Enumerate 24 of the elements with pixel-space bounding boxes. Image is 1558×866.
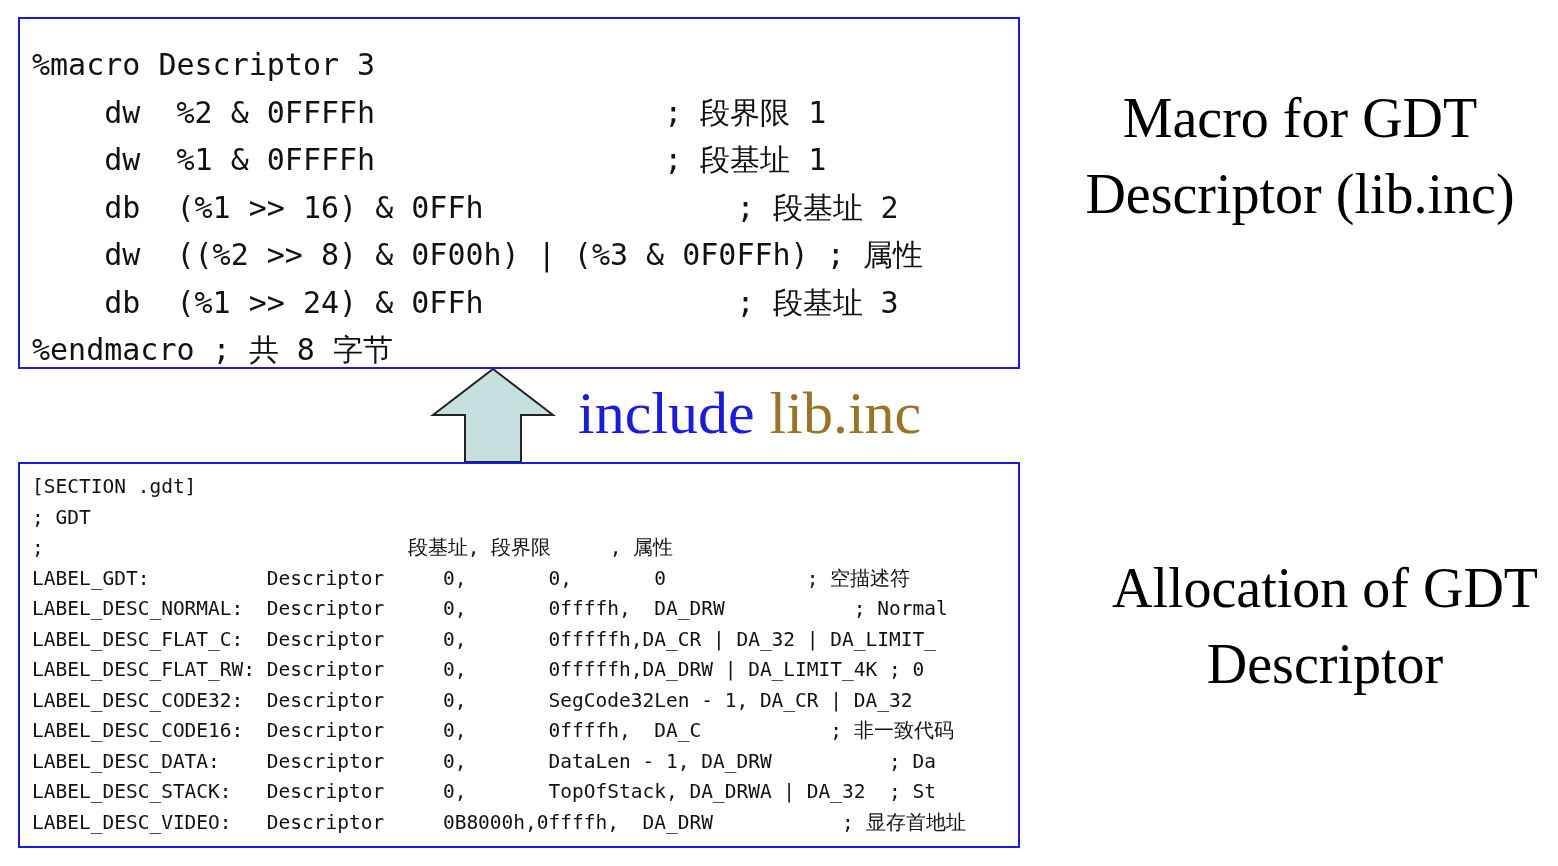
code-line: LABEL_DESC_CODE16: Descriptor 0, 0ffffh, DA_C ; 非一致代码	[32, 718, 954, 744]
code-line: LABEL_DESC_CODE32: Descriptor 0, SegCode32Len - 1, DA_CR | DA_32	[32, 687, 913, 714]
code-listing-box	[18, 462, 1020, 848]
code-line: LABEL_DESC_FLAT_RW: Descriptor 0, 0fffffh,DA_DRW | DA_LIMIT_4K ; 0	[32, 657, 925, 683]
code-line: %macro Descriptor 3	[32, 46, 376, 84]
code-line: dw %1 & 0FFFFh ; 段基址 1	[103, 141, 827, 179]
caption-text: Macro for GDT Descriptor (lib.inc)	[1084, 86, 1516, 227]
code-listing-box	[18, 17, 1020, 369]
code-line: %endmacro ; 共 8 字节	[32, 331, 393, 369]
code-line: LABEL_DESC_NORMAL: Descriptor 0, 0ffffh, DA_DRW ; Normal	[32, 596, 948, 622]
code-line: ; GDT	[32, 504, 91, 531]
code-line: LABEL_GDT: Descriptor 0, 0, 0 ; 空描述符	[32, 565, 911, 592]
code-line: dw ((%2 >> 8) & 0F00h) | (%3 & 0F0FFh) ; 属性	[103, 236, 923, 275]
code-line: db (%1 >> 24) & 0FFh ; 段基址 3	[103, 283, 899, 322]
code-line: [SECTION .gdt]	[32, 474, 197, 500]
code-line: db (%1 >> 16) & 0FFh ; 段基址 2	[103, 188, 899, 227]
code-line: ; 段基址, 段界限 , 属性	[32, 535, 674, 561]
caption-text: Allocation of GDT Descriptor	[1110, 556, 1540, 697]
code-line: LABEL_DESC_VIDEO: Descriptor 0B8000h,0ffffh, DA_DRW ; 显存首地址	[32, 809, 966, 836]
code-line: dw %2 & 0FFFFh ; 段界限 1	[103, 93, 827, 132]
code-line: LABEL_DESC_DATA: Descriptor 0, DataLen - 1, DA_DRW ; Da	[32, 748, 936, 775]
block-arrow	[430, 367, 556, 463]
code-line: LABEL_DESC_STACK: Descriptor 0, TopOfStack, DA_DRWA | DA_32 ; St	[32, 779, 936, 805]
code-line: LABEL_DESC_FLAT_C: Descriptor 0, 0fffffh,DA_CR | DA_32 | DA_LIMIT_	[32, 626, 936, 653]
